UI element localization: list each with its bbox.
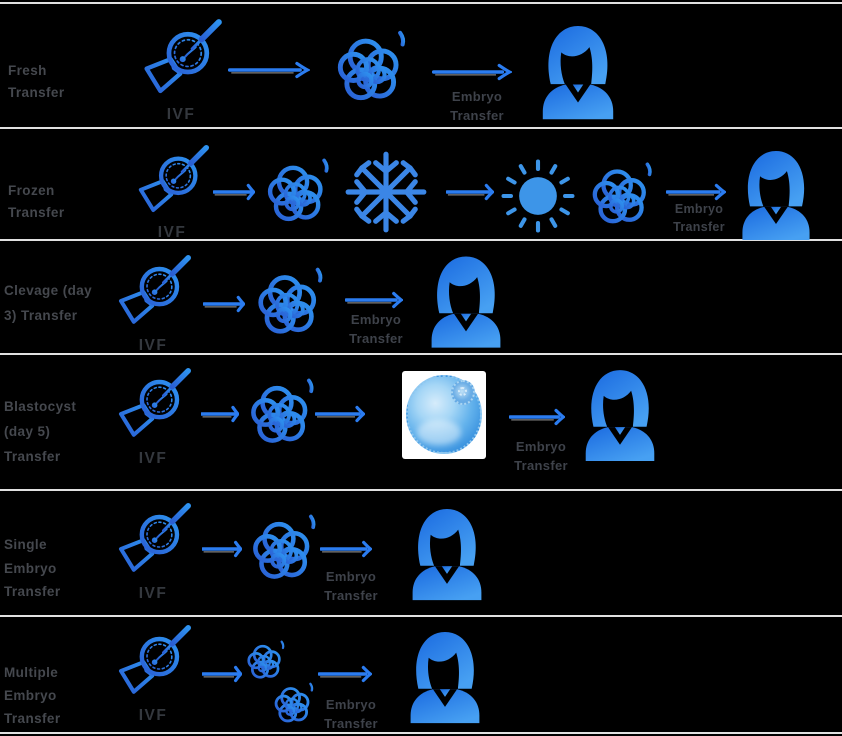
woman-patient-icon	[577, 365, 663, 461]
row-label-blastocyst-day5-transfer: Blastocyst (day 5) Transfer	[4, 399, 77, 464]
ivf-syringe-icon	[113, 497, 193, 585]
flow-arrow-icon	[666, 183, 726, 201]
ivf-caption: IVF	[157, 224, 187, 241]
flow-arrow-icon	[228, 61, 310, 79]
flow-arrow-icon	[318, 665, 372, 683]
separator-line	[0, 353, 842, 355]
ivf-caption: IVF	[138, 707, 168, 724]
flow-arrow-icon	[203, 295, 245, 313]
ivf-syringe-icon	[113, 619, 193, 707]
ivf-caption: IVF	[138, 450, 168, 467]
blastocyst-highlight	[417, 420, 461, 445]
flow-arrow-icon	[202, 665, 242, 683]
ivf-syringe-icon	[133, 139, 211, 225]
embryo-transfer-caption: Embryo Transfer	[349, 312, 403, 346]
flow-arrow-icon	[201, 405, 239, 423]
row-label-fresh-transfer: Fresh Transfer	[8, 63, 65, 100]
embryo-transfer-caption: Embryo Transfer	[324, 569, 378, 603]
separator-line	[0, 489, 842, 491]
ivf-caption: IVF	[166, 106, 196, 123]
woman-patient-icon	[534, 20, 622, 120]
embryo-transfer-caption: Embryo Transfer	[673, 202, 725, 234]
ivf-syringe-icon	[138, 13, 224, 107]
separator-line	[0, 127, 842, 129]
blastocyst-inner-cell-mass	[450, 379, 476, 406]
embryo-icon	[244, 512, 320, 588]
embryo-transfer-caption: Embryo Transfer	[450, 89, 504, 123]
separator-line	[0, 2, 842, 4]
flow-arrow-icon	[446, 183, 494, 201]
embryo-icon	[259, 156, 333, 230]
embryo-small-icon	[269, 681, 316, 728]
blastocyst-photo	[402, 371, 486, 459]
woman-patient-icon	[404, 503, 490, 601]
row-label-cleavage-day3-transfer: Clevage (day 3) Transfer	[4, 283, 93, 323]
ivf-syringe-icon	[113, 249, 193, 337]
woman-patient-icon	[423, 251, 509, 348]
embryo-icon	[584, 160, 656, 232]
flow-arrow-icon	[202, 540, 242, 558]
embryo-icon	[242, 376, 318, 452]
ivf-caption: IVF	[138, 585, 168, 602]
separator-line	[0, 615, 842, 617]
ivf-syringe-icon	[113, 362, 193, 450]
embryo-transfer-caption: Embryo Transfer	[324, 697, 378, 731]
ivf-caption: IVF	[138, 337, 168, 354]
embryo-transfer-caption: Embryo Transfer	[514, 439, 568, 473]
flow-arrow-icon	[432, 63, 512, 81]
row-label-multiple-embryo-transfer: Multiple Embryo Transfer	[4, 665, 61, 726]
row-label-single-embryo-transfer: Single Embryo Transfer	[4, 537, 61, 599]
embryo-icon	[328, 28, 410, 110]
sun-thaw-icon	[497, 155, 579, 237]
snowflake-icon	[343, 149, 429, 235]
flow-arrow-icon	[213, 183, 255, 201]
woman-patient-icon	[734, 146, 818, 240]
embryo-small-icon	[242, 639, 287, 684]
flow-arrow-icon	[315, 405, 365, 423]
flow-arrow-icon	[345, 291, 403, 309]
embryo-icon	[249, 265, 327, 343]
row-label-frozen-transfer: Frozen Transfer	[8, 183, 65, 220]
separator-line	[0, 239, 842, 241]
flow-arrow-icon	[320, 540, 372, 558]
flow-arrow-icon	[509, 408, 565, 426]
separator-line	[0, 732, 842, 734]
woman-patient-icon	[402, 626, 488, 724]
